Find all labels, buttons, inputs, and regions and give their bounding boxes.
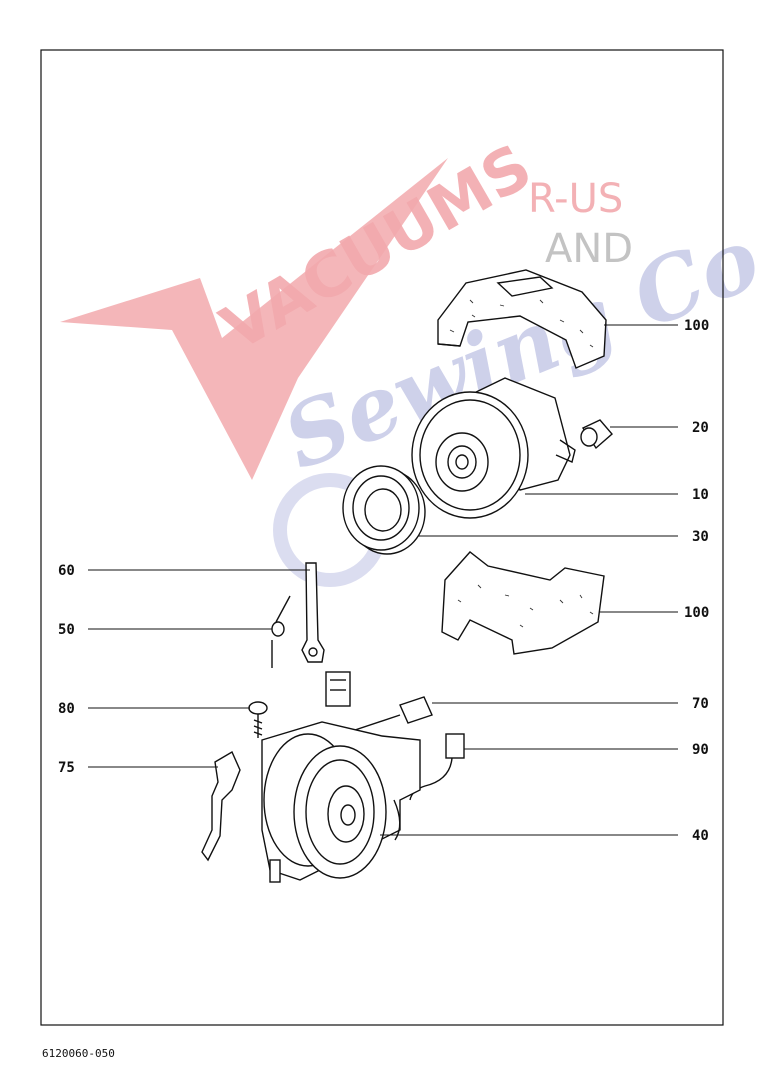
label-10: 10 [692, 487, 709, 503]
part-50-spring [271, 595, 291, 668]
watermark-line2: R-US [528, 176, 623, 222]
label-40: 40 [692, 828, 709, 844]
part-70-plug [325, 671, 433, 736]
label-80: 80 [58, 701, 75, 717]
part-60-lever [301, 562, 325, 663]
part-40-cable-reel [261, 721, 421, 883]
part-100-lower-mount [441, 551, 605, 655]
label-70: 70 [692, 696, 709, 712]
part-100-upper-mount [437, 269, 607, 369]
label-60: 60 [58, 563, 75, 579]
part-30-seal-ring [342, 465, 426, 555]
part-80-screw [248, 701, 268, 738]
label-50: 50 [58, 622, 75, 638]
part-20-carbon-brush [580, 419, 613, 450]
label-90: 90 [692, 742, 709, 758]
watermark-line3: AND [545, 226, 633, 272]
drawing-frame [40, 49, 724, 1026]
label-100a: 100 [684, 318, 709, 334]
part-10-motor [411, 377, 576, 519]
label-100b: 100 [684, 605, 709, 621]
label-20: 20 [692, 420, 709, 436]
part-75-pedal [201, 750, 241, 862]
label-30: 30 [692, 529, 709, 545]
label-75: 75 [58, 760, 75, 776]
document-code: 6120060-050 [42, 1047, 115, 1060]
